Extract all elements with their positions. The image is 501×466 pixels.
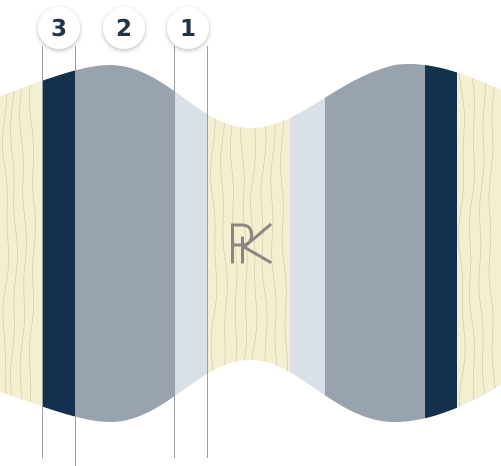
badge-3[interactable]: 3 (38, 7, 80, 49)
grain-line (469, 64, 475, 423)
leader-lines (42, 46, 208, 466)
pk-logo (231, 222, 273, 265)
grain-line (19, 64, 27, 423)
grain-line (488, 64, 496, 423)
light-band-right (290, 64, 325, 423)
outer-navy-band-right (425, 64, 457, 423)
grain-line (2, 64, 10, 423)
badge-circle (167, 7, 209, 49)
grain-line (28, 64, 36, 423)
gray-band-right (325, 64, 425, 423)
badge-circle (38, 7, 80, 49)
badge-1[interactable]: 1 (167, 7, 209, 49)
grain-line (458, 64, 466, 423)
light-band-left (175, 64, 208, 423)
badge-label: 3 (51, 16, 67, 42)
grain-line (10, 64, 18, 423)
grain-line (478, 64, 486, 423)
badge-label: 2 (116, 16, 132, 42)
gray-band-left (76, 64, 175, 423)
badge-label: 1 (180, 16, 196, 42)
outer-navy-band-left (42, 64, 76, 423)
badge-circle (103, 7, 145, 49)
badge-2[interactable]: 2 (103, 7, 145, 49)
